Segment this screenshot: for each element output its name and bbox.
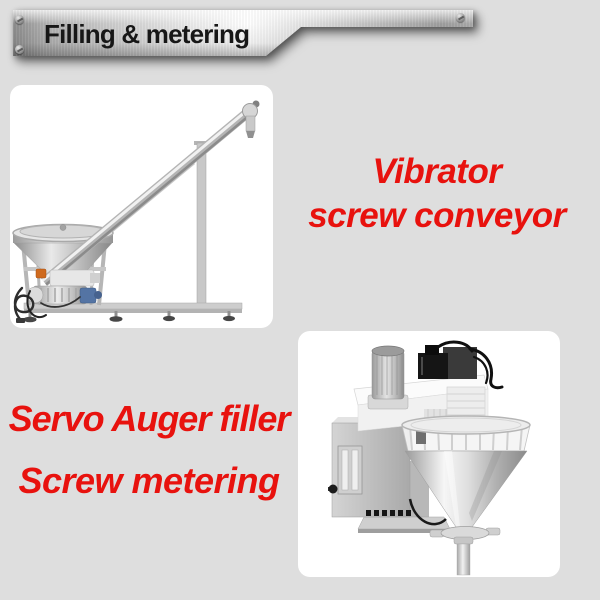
label-vibrator-screw-conveyor: Vibrator screw conveyor [300,150,574,238]
auger-motor [367,345,409,410]
servo-motor [418,345,477,379]
auger-filler-illustration [328,340,531,576]
screw-icon [15,45,24,54]
machine-body [328,417,416,518]
outlet-tube [429,526,501,576]
body-cable [408,498,447,526]
screw-icon [15,15,24,24]
label-line: screw conveyor [308,196,566,235]
screw-icon [456,13,465,22]
banner-plate: Filling & metering [13,10,473,56]
power-cables [13,286,81,323]
orange-sensor [35,268,47,279]
inclined-screw-tube [40,100,260,286]
servo-cables [436,340,504,390]
drive-motor [26,285,102,305]
label-line: Vibrator [372,152,502,191]
screw-conveyor-illustration [12,100,260,323]
label-screw-metering: Screw metering [18,460,280,501]
banner-title: Filling & metering [44,19,250,49]
auger-photo-card [298,331,560,577]
header-banner: Filling & metering [13,10,474,56]
funnel-hopper [401,415,531,528]
feeder-housing [49,269,100,287]
label-servo-auger-filler: Servo Auger filler [8,398,291,439]
conveyor-photo-card [10,85,273,328]
